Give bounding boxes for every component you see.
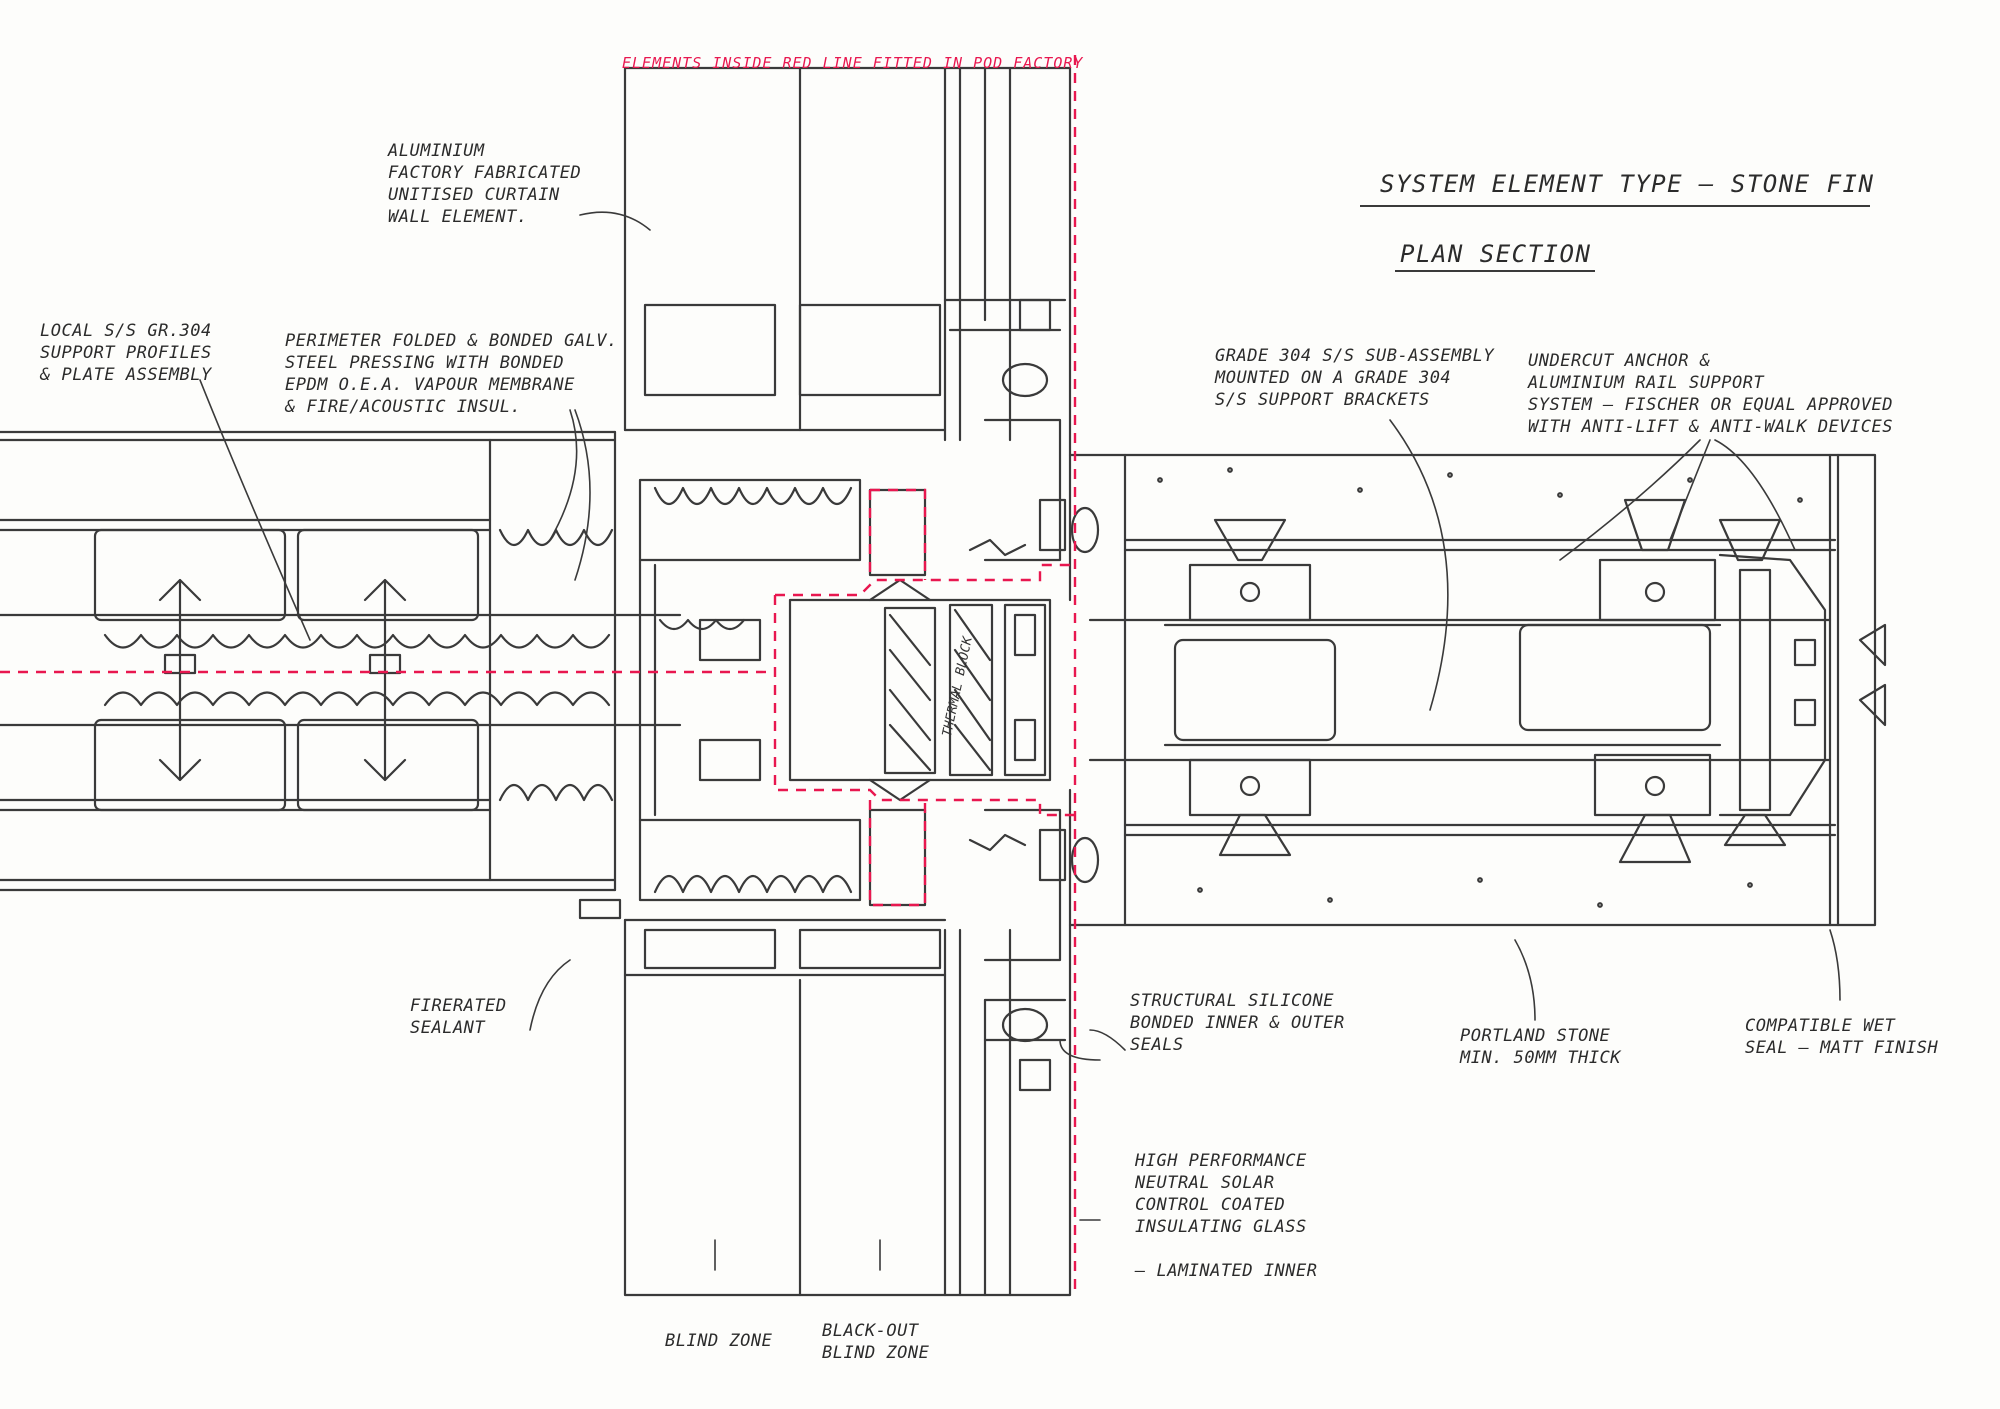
drawing-title: System Element Type – Stone Fin bbox=[1380, 170, 1875, 198]
label-firerated-sealant: Firerated sealant bbox=[410, 996, 507, 1038]
left-wall-assembly bbox=[0, 430, 682, 892]
subtitle-underline bbox=[1395, 270, 1595, 272]
label-structural-silicone: Structural silicone bonded inner & outer… bbox=[1130, 991, 1345, 1055]
label-insulating-glass: High performance neutral solar control c… bbox=[1135, 1151, 1318, 1281]
lower-curtain-wall-unit bbox=[623, 788, 1072, 1297]
thermal-block-frame bbox=[788, 488, 1052, 907]
stone-fin bbox=[1068, 453, 1887, 927]
leader-lines bbox=[199, 211, 1841, 1271]
label-blind-zone: Blind zone bbox=[665, 1331, 773, 1351]
factory-boundary-line bbox=[0, 55, 1077, 1295]
junction-insulation bbox=[638, 478, 862, 902]
label-grade304-subassembly: Grade 304 S/S sub-assembly mounted on a … bbox=[1215, 346, 1495, 410]
label-compatible-seal: Compatible wet seal – matt finish bbox=[1745, 1016, 1939, 1058]
title-underline bbox=[1360, 205, 1870, 207]
label-aluminium-unit: Aluminium factory fabricated unitised cu… bbox=[388, 141, 582, 227]
red-line-note: Elements inside red line fitted in Pod F… bbox=[622, 54, 1084, 72]
upper-curtain-wall-unit bbox=[623, 66, 1072, 602]
label-undercut-anchor: Undercut anchor & aluminium rail support… bbox=[1528, 351, 1893, 437]
label-local-ss-profiles: Local S/S Gr.304 support profiles & plat… bbox=[40, 321, 212, 385]
drawing-subtitle: Plan Section bbox=[1400, 240, 1592, 268]
silicone-seals bbox=[578, 362, 1100, 1043]
label-blackout-blind-zone: Black-out blind zone bbox=[822, 1321, 930, 1363]
label-portland-stone: Portland stone min. 50mm thick bbox=[1460, 1026, 1622, 1068]
label-perimeter-pressing: Perimeter folded & bonded galv. steel pr… bbox=[285, 331, 618, 417]
